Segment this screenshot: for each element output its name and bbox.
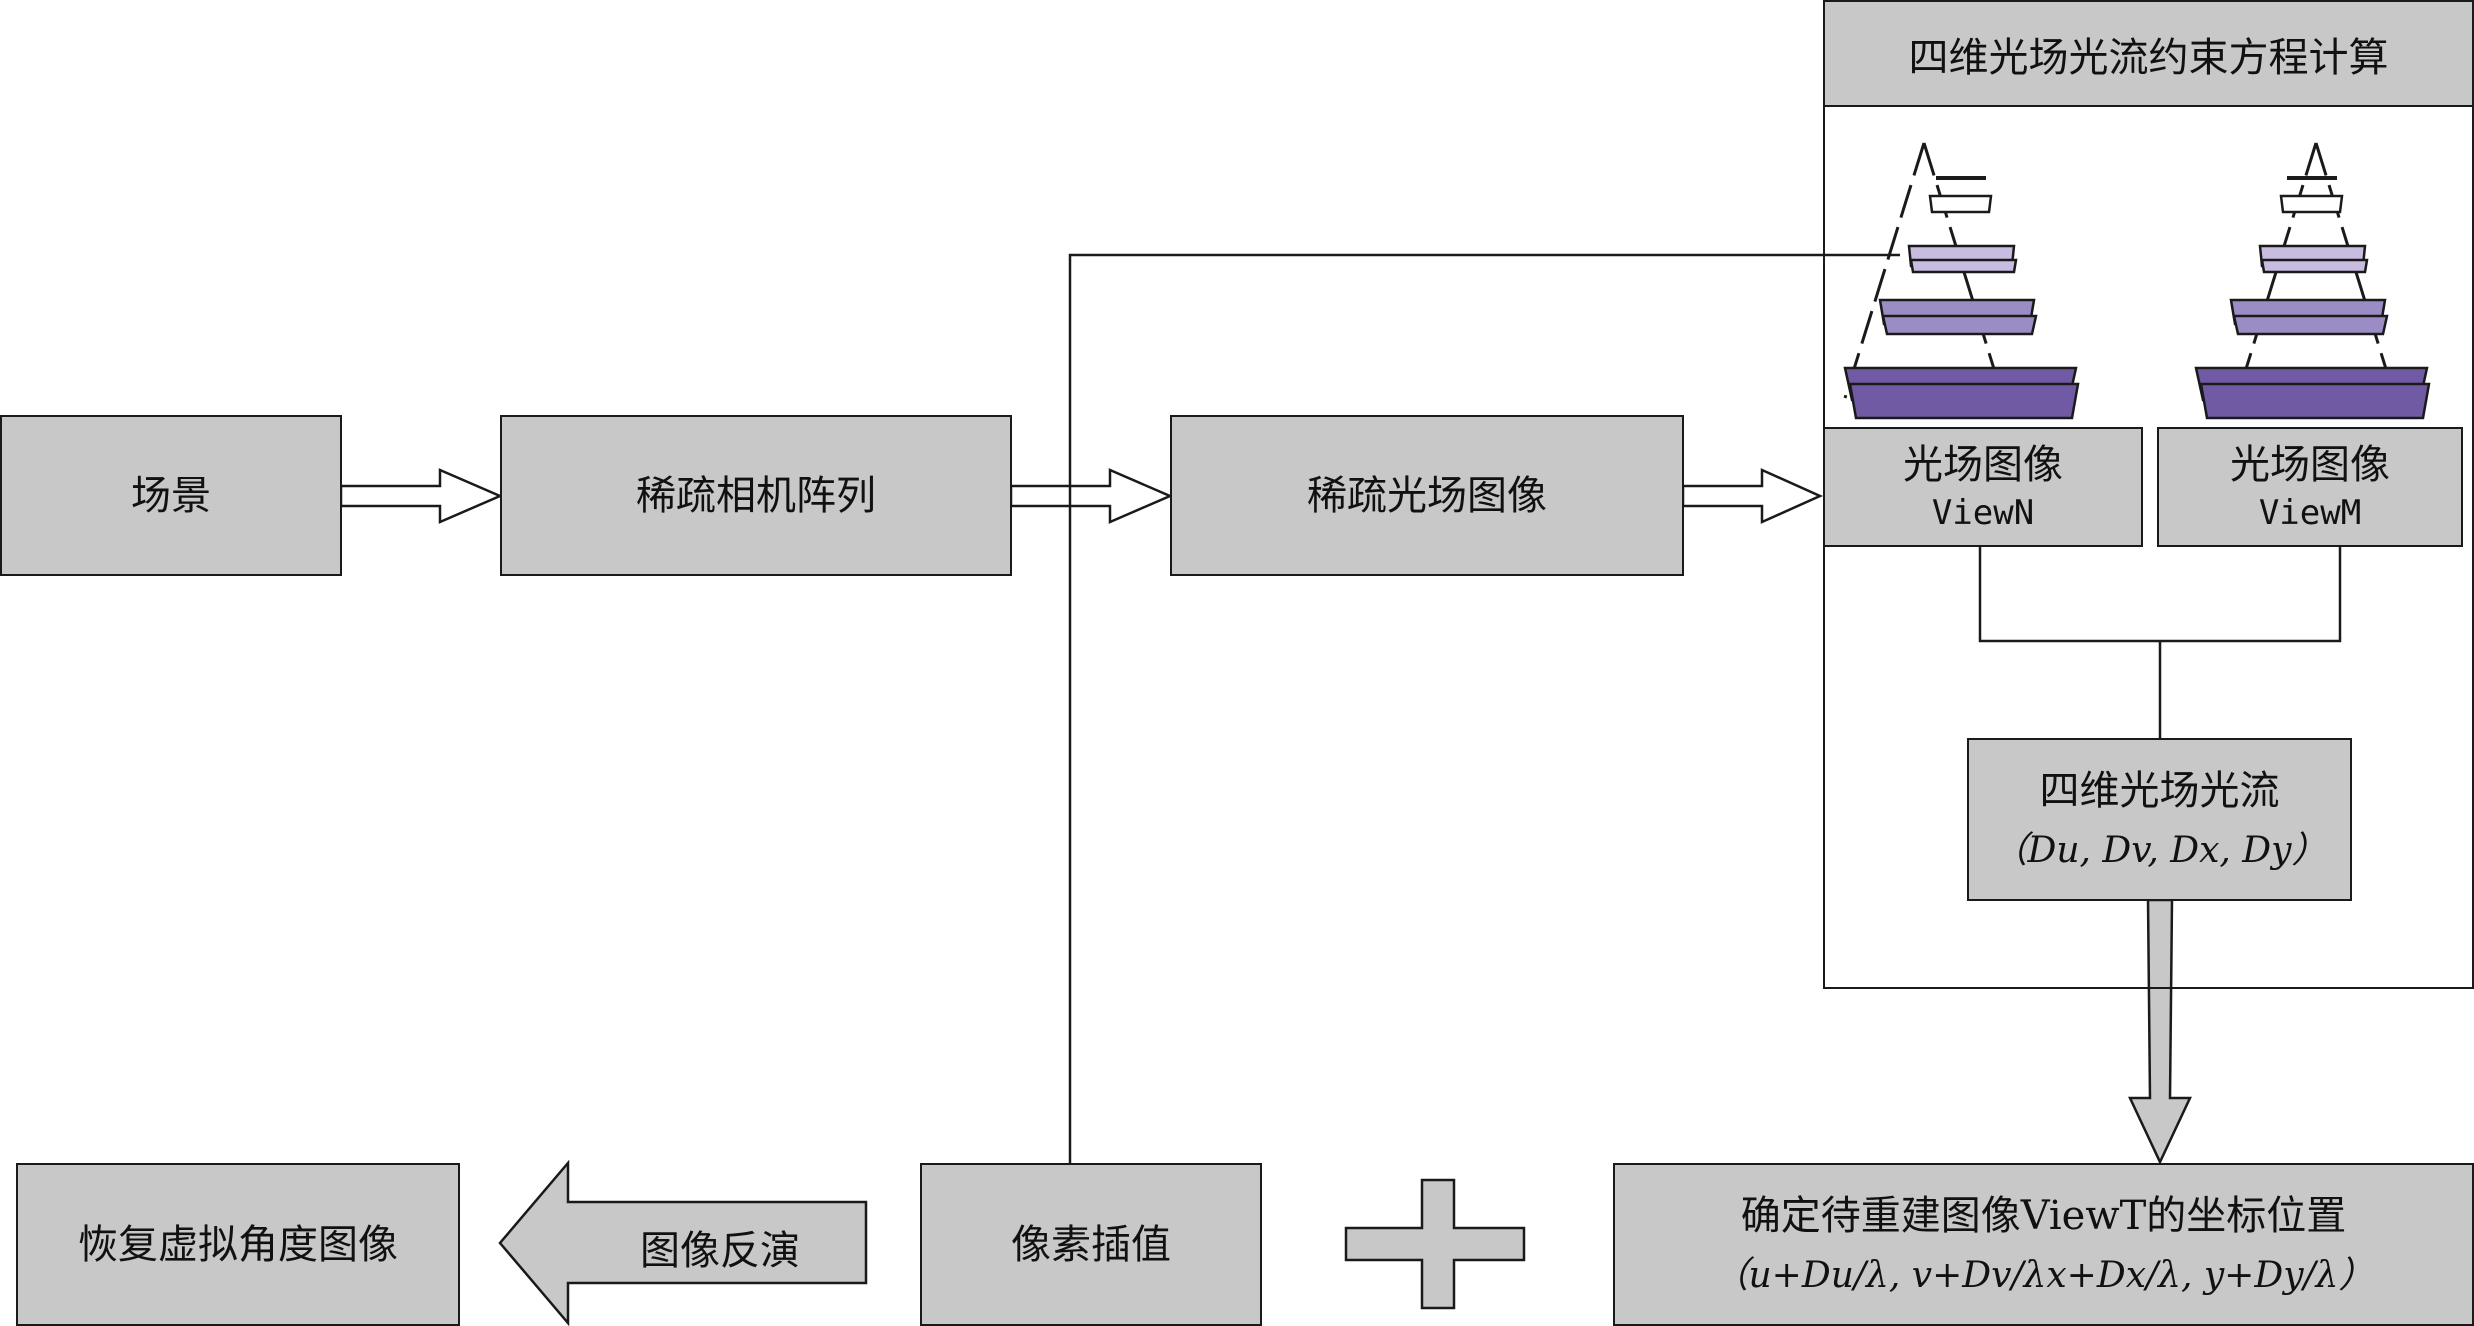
arrow-image-inversion xyxy=(498,1159,868,1326)
view-n-sub: ViewN xyxy=(1931,493,2035,533)
recover-label: 恢复虚拟角度图像 xyxy=(78,1221,398,1268)
target-formula: （u+Du/λ, v+Dv/λx+Dx/λ, y+Dy/λ） xyxy=(1712,1254,2375,1296)
sparse-lf-images-label: 稀疏光场图像 xyxy=(1307,472,1547,519)
pixel-interp-label: 像素插值 xyxy=(1011,1221,1171,1268)
target-title: 确定待重建图像ViewT的坐标位置 xyxy=(1740,1192,2347,1239)
sparse-lf-images-box: 稀疏光场图像 xyxy=(1170,415,1684,576)
light-flow-formula: （Du, Dv, Dx, Dy） xyxy=(1991,829,2328,871)
light-flow-title: 四维光场光流 xyxy=(2039,767,2280,814)
pyramid-icon-view-n xyxy=(1843,142,2080,420)
target-box: 确定待重建图像ViewT的坐标位置 （u+Du/λ, v+Dv/λx+Dx/λ,… xyxy=(1613,1163,2474,1326)
pyramid-icon-view-m xyxy=(2194,142,2431,420)
constraint-header: 四维光场光流约束方程计算 xyxy=(1823,0,2474,107)
view-n-box: 光场图像 ViewN xyxy=(1823,427,2143,547)
constraint-title: 四维光场光流约束方程计算 xyxy=(1908,34,2389,81)
view-n-title: 光场图像 xyxy=(1903,442,2063,488)
arrow-flow-to-target xyxy=(2128,898,2192,1165)
recover-box: 恢复虚拟角度图像 xyxy=(16,1163,460,1326)
plus-icon xyxy=(1344,1178,1526,1310)
arrow-images-to-constraint xyxy=(1681,468,1824,524)
feedback-line xyxy=(1068,253,1900,1163)
camera-array-label: 稀疏相机阵列 xyxy=(636,472,876,519)
arrow-scene-to-camera xyxy=(339,468,504,524)
image-inversion-label: 图像反演 xyxy=(640,1228,800,1274)
light-flow-box: 四维光场光流 （Du, Dv, Dx, Dy） xyxy=(1967,738,2352,901)
camera-array-box: 稀疏相机阵列 xyxy=(500,415,1012,576)
view-m-title: 光场图像 xyxy=(2230,442,2390,488)
scene-box: 场景 xyxy=(0,415,342,576)
view-m-sub: ViewM xyxy=(2258,493,2362,533)
view-m-box: 光场图像 ViewM xyxy=(2157,427,2463,547)
arrow-camera-to-images xyxy=(1009,468,1174,524)
pixel-interp-box: 像素插值 xyxy=(920,1163,1262,1326)
scene-label: 场景 xyxy=(131,472,211,519)
